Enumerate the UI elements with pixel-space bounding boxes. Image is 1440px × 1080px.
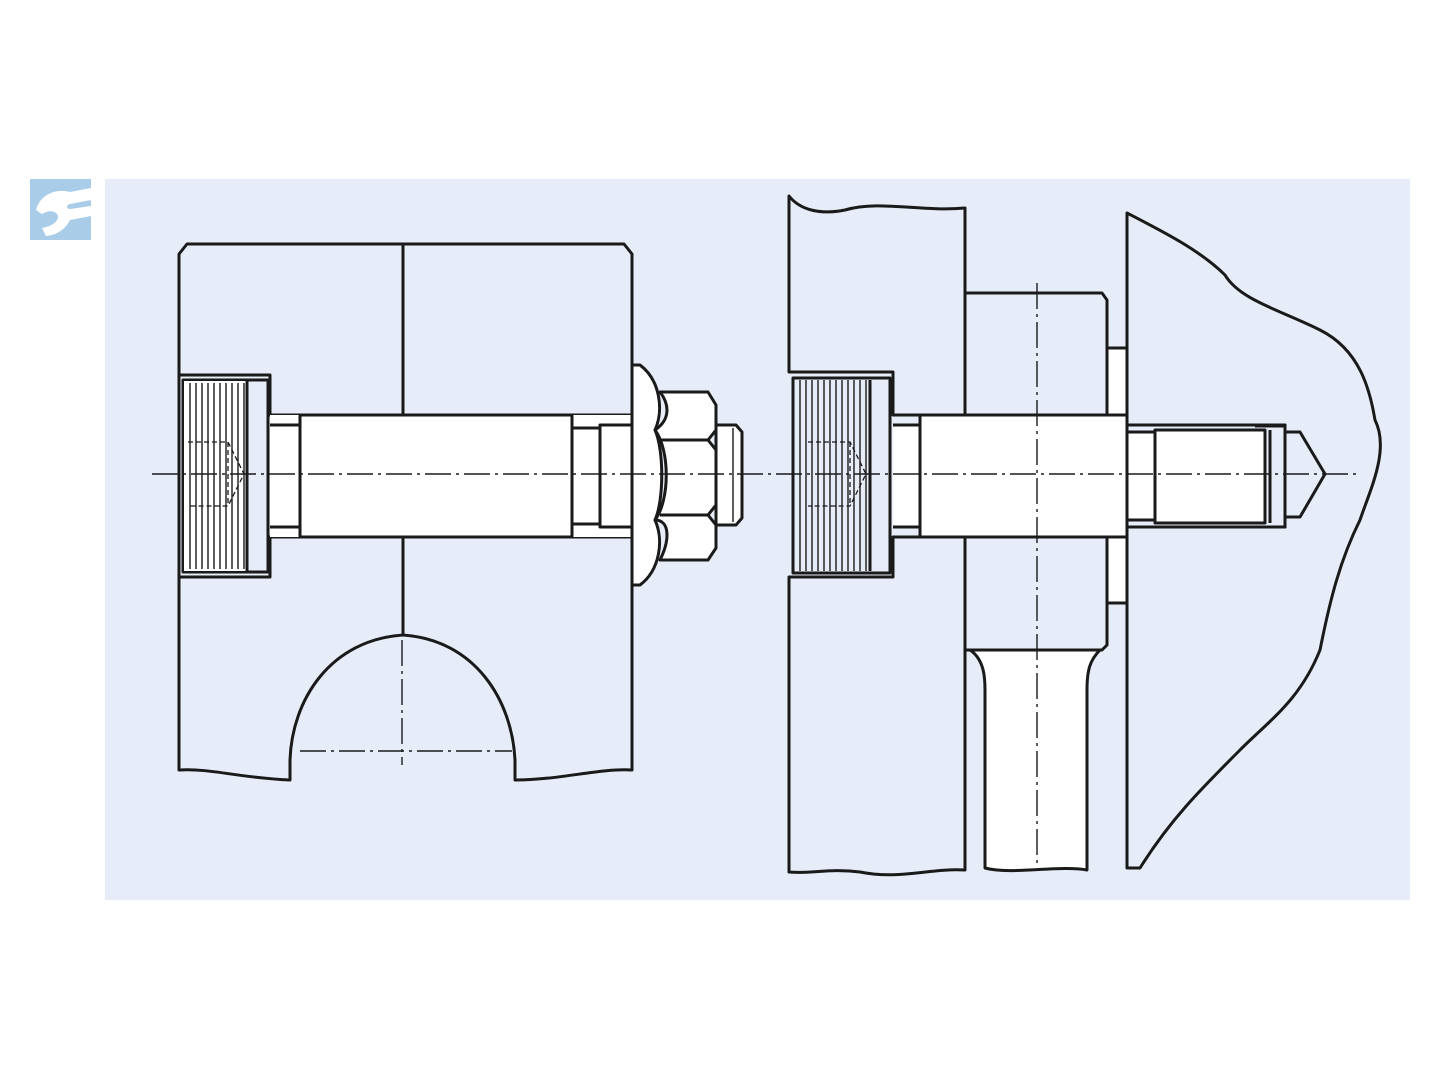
spherical-washer <box>630 363 664 587</box>
bushing-flange-upper <box>1105 346 1129 417</box>
wrench-icon <box>36 188 91 236</box>
left-plate-lower <box>787 535 967 877</box>
screw-neck-left <box>270 423 302 529</box>
screw-shank-right <box>918 413 1129 539</box>
screw-neck-right <box>893 423 922 529</box>
left-assembly <box>177 242 744 782</box>
rod <box>968 648 1102 873</box>
thread-right <box>1153 428 1267 525</box>
screw-head-right <box>791 376 892 575</box>
right-wall <box>1125 211 1382 870</box>
split-block-right-half <box>401 242 634 417</box>
screw-head-knurl <box>184 381 249 571</box>
right-assembly <box>787 194 1382 877</box>
screw-head-knurl-right <box>799 380 872 571</box>
bushing-flange-lower <box>1105 535 1129 605</box>
hex-nut <box>653 390 718 562</box>
hex-socket-hidden-right <box>808 441 867 507</box>
thread-end-left <box>714 423 744 527</box>
thread-end-right <box>1255 424 1287 529</box>
thread-neck-left <box>570 426 602 526</box>
screw-shank-left <box>298 413 574 539</box>
split-block-right-half-lower <box>401 535 634 782</box>
diagram-panel <box>105 179 1410 900</box>
left-plate <box>787 194 967 417</box>
screw-head-left <box>181 378 270 574</box>
thread-neck-right <box>1125 430 1157 522</box>
wrench-logo <box>30 179 91 240</box>
thread-left <box>598 423 634 529</box>
